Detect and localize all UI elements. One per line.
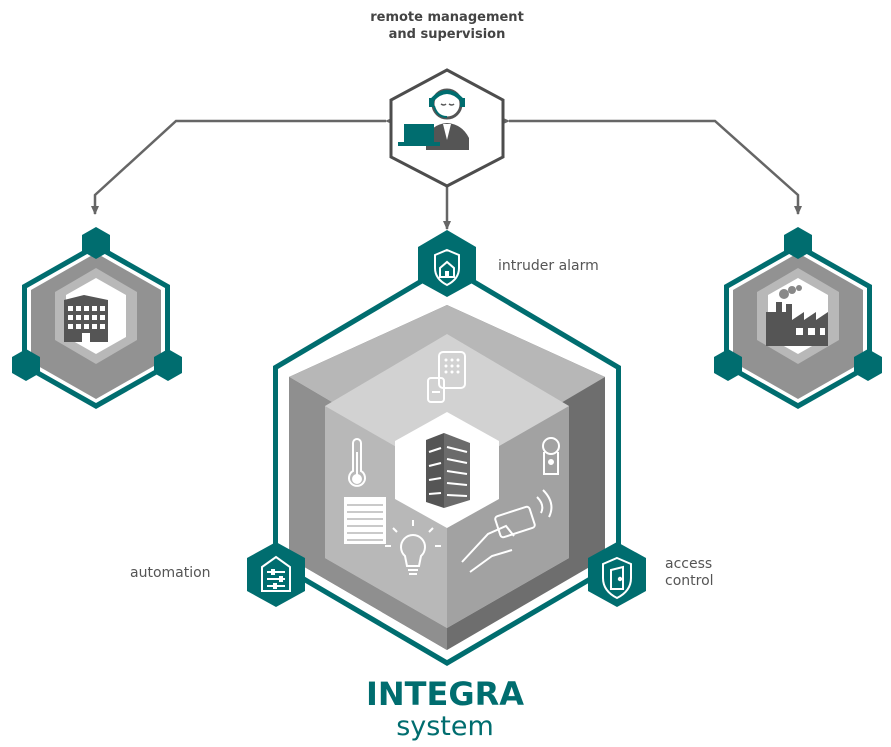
- factory-icon: [766, 285, 828, 346]
- thermometer-icon: [348, 438, 366, 487]
- automation-node: [247, 542, 305, 607]
- access-control-label-line1: access: [665, 556, 713, 572]
- light-bulb-icon: [385, 520, 441, 575]
- factory-node: [714, 227, 882, 409]
- home-shield-icon: [434, 248, 460, 287]
- office-building-icon: [64, 295, 108, 342]
- node-connector: [714, 349, 742, 381]
- house-sliders-icon: [261, 555, 291, 592]
- roller-blind-icon: [344, 497, 386, 544]
- door-shield-icon: [602, 556, 632, 600]
- integra-cube: [273, 263, 621, 666]
- automation-label: automation: [130, 565, 211, 581]
- door-lock-icon: [542, 437, 560, 475]
- tower-building-icon: [426, 433, 470, 508]
- node-connector: [82, 227, 110, 259]
- arrow-right: [501, 117, 802, 215]
- access-control-label-line2: control: [665, 573, 714, 589]
- access-control-label: access control: [665, 556, 714, 590]
- office-building-node: [12, 227, 182, 409]
- arrow-left: [91, 117, 394, 215]
- node-connector: [854, 349, 882, 381]
- connection-arrows: [91, 117, 802, 230]
- node-connector: [154, 349, 182, 381]
- remote-management-label-line1: remote management: [370, 10, 524, 25]
- remote-management-label: remote management and supervision: [337, 9, 557, 43]
- access-control-node: [588, 542, 646, 607]
- remote-management-label-line2: and supervision: [388, 27, 506, 42]
- brand-subtitle: system: [396, 711, 494, 742]
- operator-headset-icon: [398, 88, 469, 150]
- keypad-icon: [427, 351, 466, 403]
- node-connector: [12, 349, 40, 381]
- proximity-card-hand-icon: [461, 489, 553, 573]
- intruder-alarm-node: [418, 230, 476, 297]
- brand-title: INTEGRA: [365, 675, 525, 713]
- remote-management-node: [389, 68, 505, 188]
- node-connector: [784, 227, 812, 259]
- intruder-alarm-label: intruder alarm: [498, 258, 599, 274]
